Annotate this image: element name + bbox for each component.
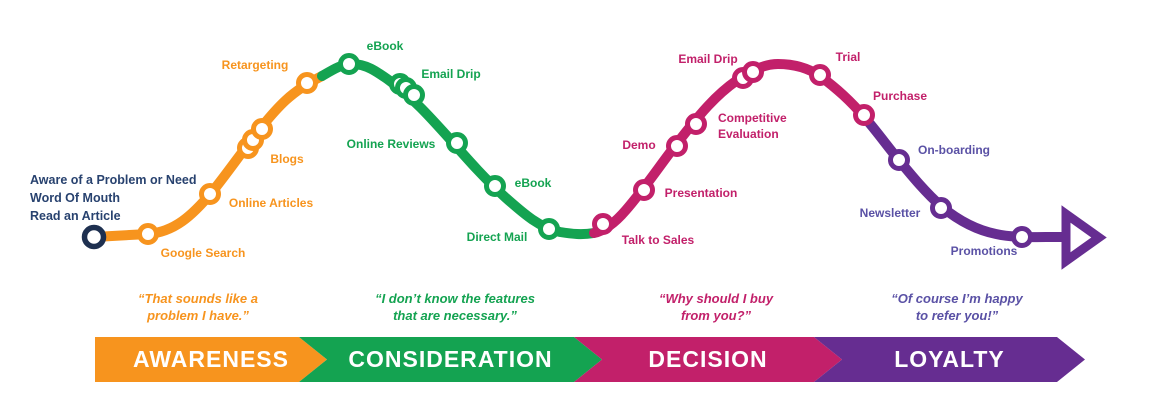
quote-awareness: “That sounds like a problem I have.” bbox=[138, 291, 258, 323]
label-demo: Demo bbox=[622, 138, 656, 152]
label-promotions: Promotions bbox=[950, 244, 1018, 258]
label-on-boarding: On-boarding bbox=[918, 143, 990, 157]
dot-ebook-2 bbox=[484, 175, 506, 197]
label-blogs: Blogs bbox=[270, 152, 304, 166]
label-presentation: Presentation bbox=[664, 186, 738, 200]
label-ebook-2: eBook bbox=[514, 176, 552, 190]
start-annotation-line: Aware of a Problem or Need bbox=[30, 173, 197, 187]
dot-online-reviews bbox=[446, 132, 468, 154]
dot-purchase bbox=[853, 104, 875, 126]
label-purchase: Purchase bbox=[872, 89, 928, 103]
label-ebook-1: eBook bbox=[366, 39, 404, 53]
dot-start bbox=[81, 224, 107, 250]
dot-google-search bbox=[137, 223, 159, 245]
dot-trial bbox=[809, 64, 831, 86]
stage-chevron-loyalty: LOYALTY bbox=[814, 337, 1085, 382]
label-trial: Trial bbox=[835, 50, 861, 64]
dot-demo bbox=[666, 135, 688, 157]
label-newsletter: Newsletter bbox=[859, 206, 921, 220]
label-retargeting: Retargeting bbox=[221, 58, 289, 72]
dot-on-boarding bbox=[888, 149, 910, 171]
quote-decision: “Why should I buy from you?” bbox=[658, 291, 774, 323]
dot-presentation bbox=[633, 179, 655, 201]
dot-competitive-evaluation bbox=[685, 113, 707, 135]
stage-chevron-decision: DECISION bbox=[574, 337, 842, 382]
stage-chevron-awareness: AWARENESS bbox=[95, 337, 327, 382]
start-annotation-line: Read an Article bbox=[30, 209, 121, 223]
dot-blogs-3 bbox=[251, 118, 273, 140]
dot-email-drip-p2 bbox=[742, 61, 764, 83]
stage-chevron-consideration: CONSIDERATION bbox=[299, 337, 602, 382]
start-annotation-line: Word Of Mouth bbox=[30, 191, 121, 205]
dot-talk-to-sales bbox=[592, 213, 614, 235]
dot-newsletter bbox=[930, 197, 952, 219]
dot-retargeting bbox=[296, 72, 318, 94]
label-online-articles: Online Articles bbox=[228, 196, 314, 210]
label-direct-mail: Direct Mail bbox=[466, 230, 528, 244]
label-google-search: Google Search bbox=[160, 246, 246, 260]
dot-online-articles bbox=[199, 183, 221, 205]
dot-direct-mail bbox=[538, 218, 560, 240]
label-talk-to-sales: Talk to Sales bbox=[621, 233, 695, 247]
dot-ebook-1 bbox=[338, 53, 360, 75]
dot-promotions bbox=[1011, 226, 1033, 248]
label-competitive-evaluation: Competitive Evaluation bbox=[718, 111, 787, 141]
quote-loyalty: “Of course I’m happy to refer you!” bbox=[891, 291, 1023, 323]
journey-end-arrow-icon bbox=[1061, 205, 1107, 270]
label-email-drip-2: Email Drip bbox=[678, 52, 738, 66]
label-online-reviews: Online Reviews bbox=[346, 137, 436, 151]
label-email-drip-1: Email Drip bbox=[421, 67, 481, 81]
start-annotation: Aware of a Problem or Need Word Of Mouth… bbox=[30, 171, 197, 225]
dot-email-drip-g3 bbox=[403, 84, 425, 106]
quote-consideration: “I don’t know the features that are nece… bbox=[375, 291, 535, 323]
